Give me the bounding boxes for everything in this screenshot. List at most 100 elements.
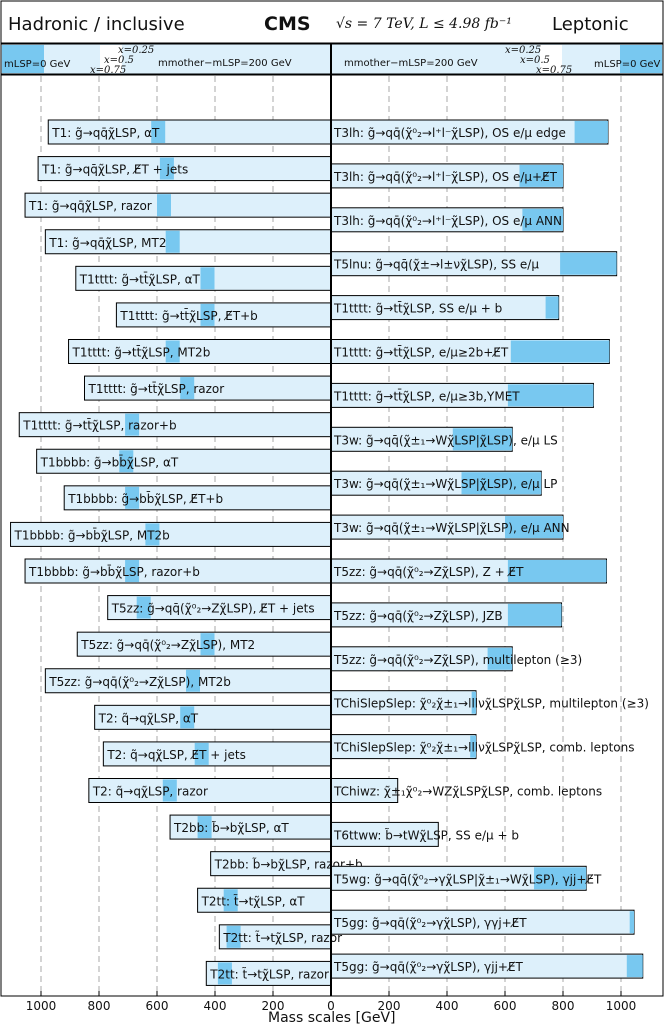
tick-label-right-0: 200 xyxy=(378,999,401,1013)
tick-label-left-0: 1000 xyxy=(26,999,57,1013)
left-bar-accent-10 xyxy=(125,486,140,509)
left-bar-accent-18 xyxy=(162,779,177,802)
right-bar-label-6: T1tttt: g̃→tt̄χ̃LSP, e/μ≥3b,YMET xyxy=(333,389,520,403)
left-row-1: T1: g̃→qq̄χ̃LSP, E̸T + jets xyxy=(37,156,332,182)
left-bar-outer-19 xyxy=(169,814,332,840)
right-bar-accent-3 xyxy=(560,252,617,275)
left-bar-label-1: T1: g̃→qq̄χ̃LSP, E̸T + jets xyxy=(41,163,188,177)
right-bar-label-12: T5zz: g̃→qq̄(χ̃⁰₂→Zχ̃LSP), multilepton (… xyxy=(333,653,582,667)
left-bar-label-5: T1tttt: g̃→tt̄χ̃LSP, E̸T+b xyxy=(119,309,257,323)
right-bar-accent-4 xyxy=(545,296,559,319)
title-right: Leptonic xyxy=(552,14,629,35)
left-bar-outer-6 xyxy=(68,339,332,364)
right-row-3: T5lnu: g̃→qq̄(χ̃±→l±νχ̃LSP), SS e/μ xyxy=(330,251,618,277)
right-bar-label-2: T3lh: g̃→qq̄(χ̃⁰₂→l⁺l⁻χ̃LSP), OS e/μ ANN xyxy=(333,214,562,228)
right-bar-outer-4 xyxy=(330,295,560,321)
tick-label-left-3: 400 xyxy=(204,999,227,1013)
tick-label-left-4: 200 xyxy=(262,999,285,1013)
left-bar-accent-6 xyxy=(165,340,180,363)
left-row-14: T5zz: g̃→qq̄(χ̃⁰₂→Zχ̃LSP), MT2 xyxy=(76,631,332,657)
left-bar-accent-5 xyxy=(200,303,215,326)
left-row-8: T1tttt: g̃→tt̄χ̃LSP, razor+b xyxy=(18,412,332,438)
title-right-energy: √s = 7 TeV, L ≤ 4.98 fb⁻¹ xyxy=(336,16,512,32)
right-bar-label-17: T5wg: g̃→qq̄(χ̃⁰₂→γχ̃LSP|χ̃±₁→Wχ̃LSP), γ… xyxy=(333,872,602,886)
left-bar-label-21: T2tt: t̃→tχ̃LSP, αT xyxy=(201,894,306,908)
left-bar-label-3: T1: g̃→qq̄χ̃LSP, MT2 xyxy=(48,236,166,250)
right-row-19: T5gg: g̃→qq̄(χ̃⁰₂→γχ̃LSP), γjj+E̸T xyxy=(330,953,644,979)
left-row-5: T1tttt: g̃→tt̄χ̃LSP, E̸T+b xyxy=(115,302,332,328)
right-bar-label-10: T5zz: g̃→qq̄(χ̃⁰₂→Zχ̃LSP), Z + E̸T xyxy=(333,565,524,579)
tick-label-left-1: 800 xyxy=(88,999,111,1013)
legend-right-x1: x=0.25 xyxy=(505,45,541,56)
left-row-13: T5zz: g̃→qq̄(χ̃⁰₂→Zχ̃LSP), E̸T + jets xyxy=(107,595,332,621)
left-bar-label-20: T2bb: b̃→bχ̃LSP, razor+b xyxy=(214,857,363,871)
left-row-9: T1bbbb: g̃→bb̄χ̃LSP, αT xyxy=(36,448,332,474)
left-bar-label-7: T1tttt: g̃→tt̄χ̃LSP, razor xyxy=(88,382,225,396)
right-bar-accent-11 xyxy=(507,603,562,626)
legend-right-x3: x=0.75 xyxy=(536,65,572,76)
right-bar-accent-6 xyxy=(507,384,594,407)
title-left: Hadronic / inclusive xyxy=(8,14,185,35)
left-bar-accent-19 xyxy=(197,816,212,839)
right-bar-accent-10 xyxy=(507,560,607,582)
left-bar-accent-4 xyxy=(200,267,215,290)
left-bar-outer-21 xyxy=(197,887,332,913)
legend-right-mdiff: mmother−mLSP=200 GeV xyxy=(344,58,478,69)
left-bar-label-2: T1: g̃→qq̄χ̃LSP, razor xyxy=(28,199,152,213)
left-row-20: T2bb: b̃→bχ̃LSP, razor+b xyxy=(210,851,363,877)
left-bar-accent-16 xyxy=(180,706,195,729)
right-row-9: T3w: g̃→qq̄(χ̃±₁→Wχ̃LSP|χ̃LSP), e/μ ANN xyxy=(330,514,570,540)
right-bar-label-16: T6ttww: b̃→tWχ̃LSP, SS e/μ + b xyxy=(333,828,519,842)
left-bar-label-6: T1tttt: g̃→tt̄χ̃LSP, MT2b xyxy=(72,345,211,359)
left-row-22: T2tt: t̃→tχ̃LSP, razor xyxy=(218,924,342,950)
right-row-0: T3lh: g̃→qq̄(χ̃⁰₂→l⁺l⁻χ̃LSP), OS e/μ edg… xyxy=(330,119,609,145)
right-bar-accent-12 xyxy=(487,647,513,670)
left-bar-label-10: T1bbbb: g̃→bb̄χ̃LSP, E̸T+b xyxy=(67,492,223,506)
left-bar-outer-10 xyxy=(63,485,332,511)
left-bar-accent-9 xyxy=(119,450,134,473)
left-row-3: T1: g̃→qq̄χ̃LSP, MT2 xyxy=(44,229,332,255)
right-bar-label-18: T5gg: g̃→qq̄(χ̃⁰₂→γχ̃LSP), γγj+E̸T xyxy=(333,916,527,930)
left-bar-accent-2 xyxy=(157,194,171,217)
left-bar-label-18: T2: q̃→qχ̃LSP, razor xyxy=(92,785,208,799)
right-row-2: T3lh: g̃→qq̄(χ̃⁰₂→l⁺l⁻χ̃LSP), OS e/μ ANN xyxy=(330,207,564,233)
left-bar-outer-8 xyxy=(18,412,332,438)
left-bar-label-19: T2bb: b̃→bχ̃LSP, αT xyxy=(173,821,289,835)
tick-label-right-3: 800 xyxy=(552,999,575,1013)
right-bar-outer-13 xyxy=(330,690,477,716)
right-bar-accent-5 xyxy=(510,340,610,363)
right-row-10: T5zz: g̃→qq̄(χ̃⁰₂→Zχ̃LSP), Z + E̸T xyxy=(330,558,607,584)
left-bar-accent-12 xyxy=(125,560,140,582)
right-bar-label-8: T3w: g̃→qq̄(χ̃±₁→Wχ̃LSP|χ̃LSP), e/μ LP xyxy=(333,477,557,491)
legend-left-x1: x=0.25 xyxy=(118,45,154,56)
tick-label-left-5: 0 xyxy=(327,999,335,1013)
left-bar-accent-8 xyxy=(125,413,140,436)
left-bar-accent-23 xyxy=(217,962,232,985)
legend-right-white xyxy=(540,45,562,73)
left-bar-accent-11 xyxy=(145,523,160,546)
legend-left-white xyxy=(100,45,122,73)
title-mid: CMS xyxy=(264,13,311,35)
right-bar-accent-13 xyxy=(471,691,476,714)
right-row-6: T1tttt: g̃→tt̄χ̃LSP, e/μ≥3b,YMET xyxy=(330,382,594,408)
right-row-1: T3lh: g̃→qq̄(χ̃⁰₂→l⁺l⁻χ̃LSP), OS e/μ+E̸T xyxy=(330,163,564,189)
left-bar-label-16: T2: q̃→qχ̃LSP, αT xyxy=(98,711,199,725)
right-bar-label-11: T5zz: g̃→qq̄(χ̃⁰₂→Zχ̃LSP), JZB xyxy=(333,609,503,623)
tick-label-right-2: 600 xyxy=(494,999,517,1013)
left-bar-accent-22 xyxy=(226,925,241,948)
right-row-15: TChiwz: χ̃±₁χ̃⁰₂→WZχ̃LSPχ̃LSP, comb. lep… xyxy=(330,778,602,803)
left-bar-label-14: T5zz: g̃→qq̄(χ̃⁰₂→Zχ̃LSP), MT2 xyxy=(80,638,255,652)
left-bar-label-17: T2: q̃→qχ̃LSP, E̸T + jets xyxy=(106,748,245,762)
left-bar-label-4: T1tttt: g̃→tt̄χ̃LSP, αT xyxy=(79,272,201,286)
tick-label-right-1: 400 xyxy=(436,999,459,1013)
x-axis-label: Mass scales [GeV] xyxy=(268,1010,395,1026)
right-bar-accent-17 xyxy=(534,867,587,890)
right-bar-label-3: T5lnu: g̃→qq̄(χ̃±→l±νχ̃LSP), SS e/μ xyxy=(333,258,539,272)
right-bar-accent-9 xyxy=(505,516,563,539)
right-bar-label-0: T3lh: g̃→qq̄(χ̃⁰₂→l⁺l⁻χ̃LSP), OS e/μ edg… xyxy=(333,126,566,140)
left-row-11: T1bbbb: g̃→bb̄χ̃LSP, MT2b xyxy=(10,521,332,547)
right-bar-label-4: T1tttt: g̃→tt̄χ̃LSP, SS e/μ + b xyxy=(333,301,502,315)
left-row-18: T2: q̃→qχ̃LSP, razor xyxy=(88,778,332,803)
legend-left-mlsp: mLSP=0 GeV xyxy=(4,59,71,70)
